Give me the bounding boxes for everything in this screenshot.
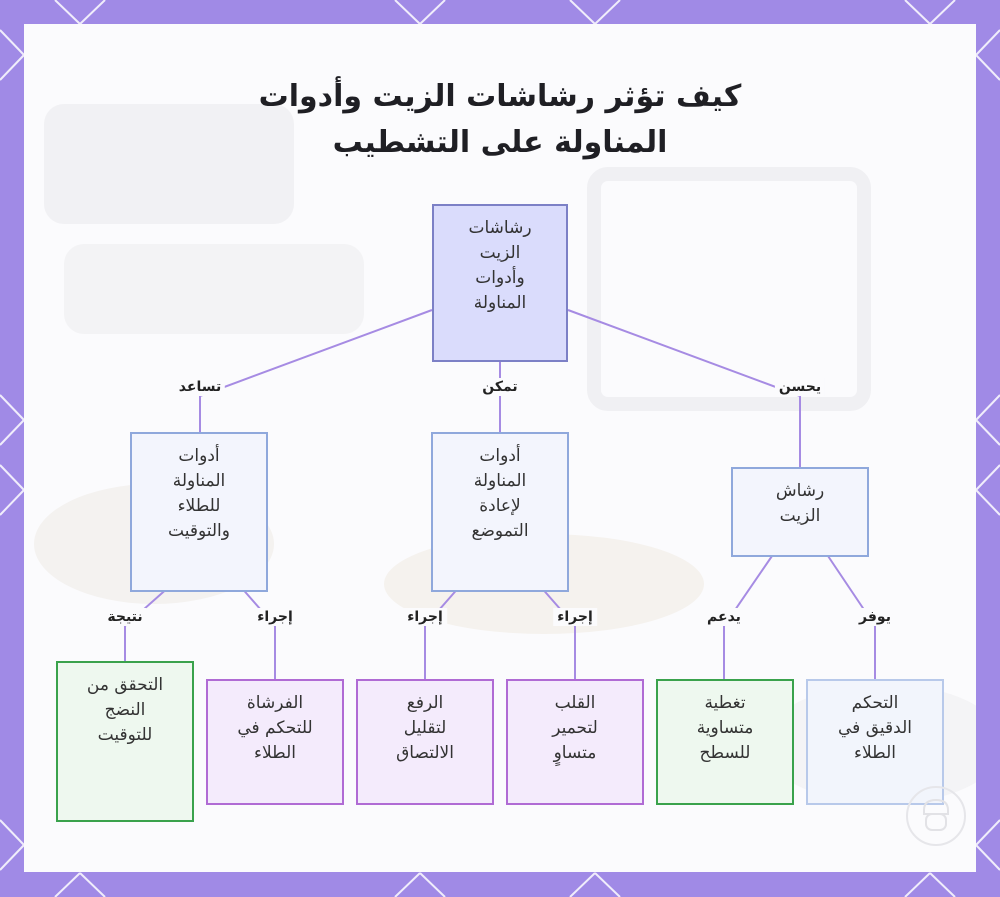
node-text-line: المناولة <box>172 471 226 491</box>
edge-label-action-brush: إجراء <box>253 608 297 626</box>
node-text-line: القلب <box>554 693 596 713</box>
node-brush: الفرشاة للتحكم في الطلاء <box>206 679 344 805</box>
node-text-line: للسطح <box>699 743 751 763</box>
node-text-line: وأدوات <box>475 268 525 288</box>
node-text-line: متساوٍ <box>553 743 597 763</box>
edge-coating-to-brush <box>239 585 276 679</box>
node-text-line: المناولة <box>473 293 527 313</box>
node-text-line: الزيت <box>779 506 821 526</box>
title-line-1: كيف تؤثر رشاشات الزيت وأدوات <box>258 79 742 114</box>
edge-label-improves: يحسن <box>774 378 826 396</box>
node-text-line: الفرشاة <box>246 693 304 713</box>
node-text-line: أدوات <box>178 446 220 466</box>
edge-reposition-to-lift <box>424 585 461 679</box>
node-text-line: لتحمير <box>552 718 598 738</box>
node-text-line: متساوية <box>696 718 754 738</box>
node-text-line: الطلاء <box>254 743 296 763</box>
node-text-line: أدوات <box>479 446 521 466</box>
edge-label-enables: تمكن <box>478 378 522 396</box>
node-text-line: للتوقيت <box>97 725 153 745</box>
node-text-line: لتقليل <box>403 718 447 738</box>
edge-label-action-flip: إجراء <box>553 608 597 626</box>
node-even-coverage: تغطية متساوية للسطح <box>656 679 794 805</box>
connector-lines <box>124 309 876 679</box>
edge-sprayer-to-control <box>827 555 876 679</box>
node-oil-sprayers-and-tools: رشاشات الزيت وأدوات المناولة <box>432 204 568 362</box>
node-text-line: للطلاء <box>177 496 221 516</box>
node-flip: القلب لتحمير متساوٍ <box>506 679 644 805</box>
edge-coating-to-doneness <box>124 585 171 661</box>
node-text-line: لإعادة <box>479 496 521 516</box>
node-text-line: الالتصاق <box>396 743 454 763</box>
node-doneness-check: التحقق من النضج للتوقيت <box>56 661 194 822</box>
node-lift: الرفع لتقليل الالتصاق <box>356 679 494 805</box>
node-text-line: رشاش <box>775 481 825 501</box>
edge-sprayer-to-coverage <box>723 555 773 679</box>
node-text-line: للتحكم في <box>237 718 313 738</box>
edge-label-result: نتيجة <box>103 608 147 626</box>
chef-logo-icon <box>906 786 966 846</box>
node-text-line: الطلاء <box>854 743 896 763</box>
node-text-line: الزيت <box>479 243 521 263</box>
node-text-line: النضج <box>104 700 146 720</box>
node-text-line: تغطية <box>704 693 746 713</box>
node-text-line: التحقق من <box>86 675 164 695</box>
node-text-line: التموضع <box>471 521 529 541</box>
node-text-line: الدقيق في <box>838 718 912 738</box>
node-text-line: التحكم <box>851 693 899 713</box>
node-text-line: رشاشات <box>468 218 532 238</box>
edge-root-to-tools-coating <box>199 309 433 432</box>
diagram-title: كيف تؤثر رشاشات الزيت وأدوات المناولة عل… <box>24 74 976 166</box>
diagram-canvas: كيف تؤثر رشاشات الزيت وأدوات المناولة عل… <box>24 24 976 872</box>
edge-root-to-sprayer <box>567 309 801 467</box>
node-text-line: والتوقيت <box>168 521 230 541</box>
edge-label-supports: يدعم <box>703 608 745 626</box>
node-tools-repositioning: أدوات المناولة لإعادة التموضع <box>431 432 569 592</box>
node-precise-control: التحكم الدقيق في الطلاء <box>806 679 944 805</box>
edge-label-provides: يوفر <box>855 608 895 626</box>
node-text-line: الرفع <box>406 693 444 713</box>
node-oil-sprayer: رشاش الزيت <box>731 467 869 557</box>
edge-label-helps: تساعد <box>174 378 226 396</box>
title-line-2: المناولة على التشطيب <box>332 125 668 160</box>
node-tools-coating-timing: أدوات المناولة للطلاء والتوقيت <box>130 432 268 592</box>
node-text-line: المناولة <box>473 471 527 491</box>
edge-label-action-lift: إجراء <box>403 608 447 626</box>
edge-reposition-to-flip <box>539 585 576 679</box>
